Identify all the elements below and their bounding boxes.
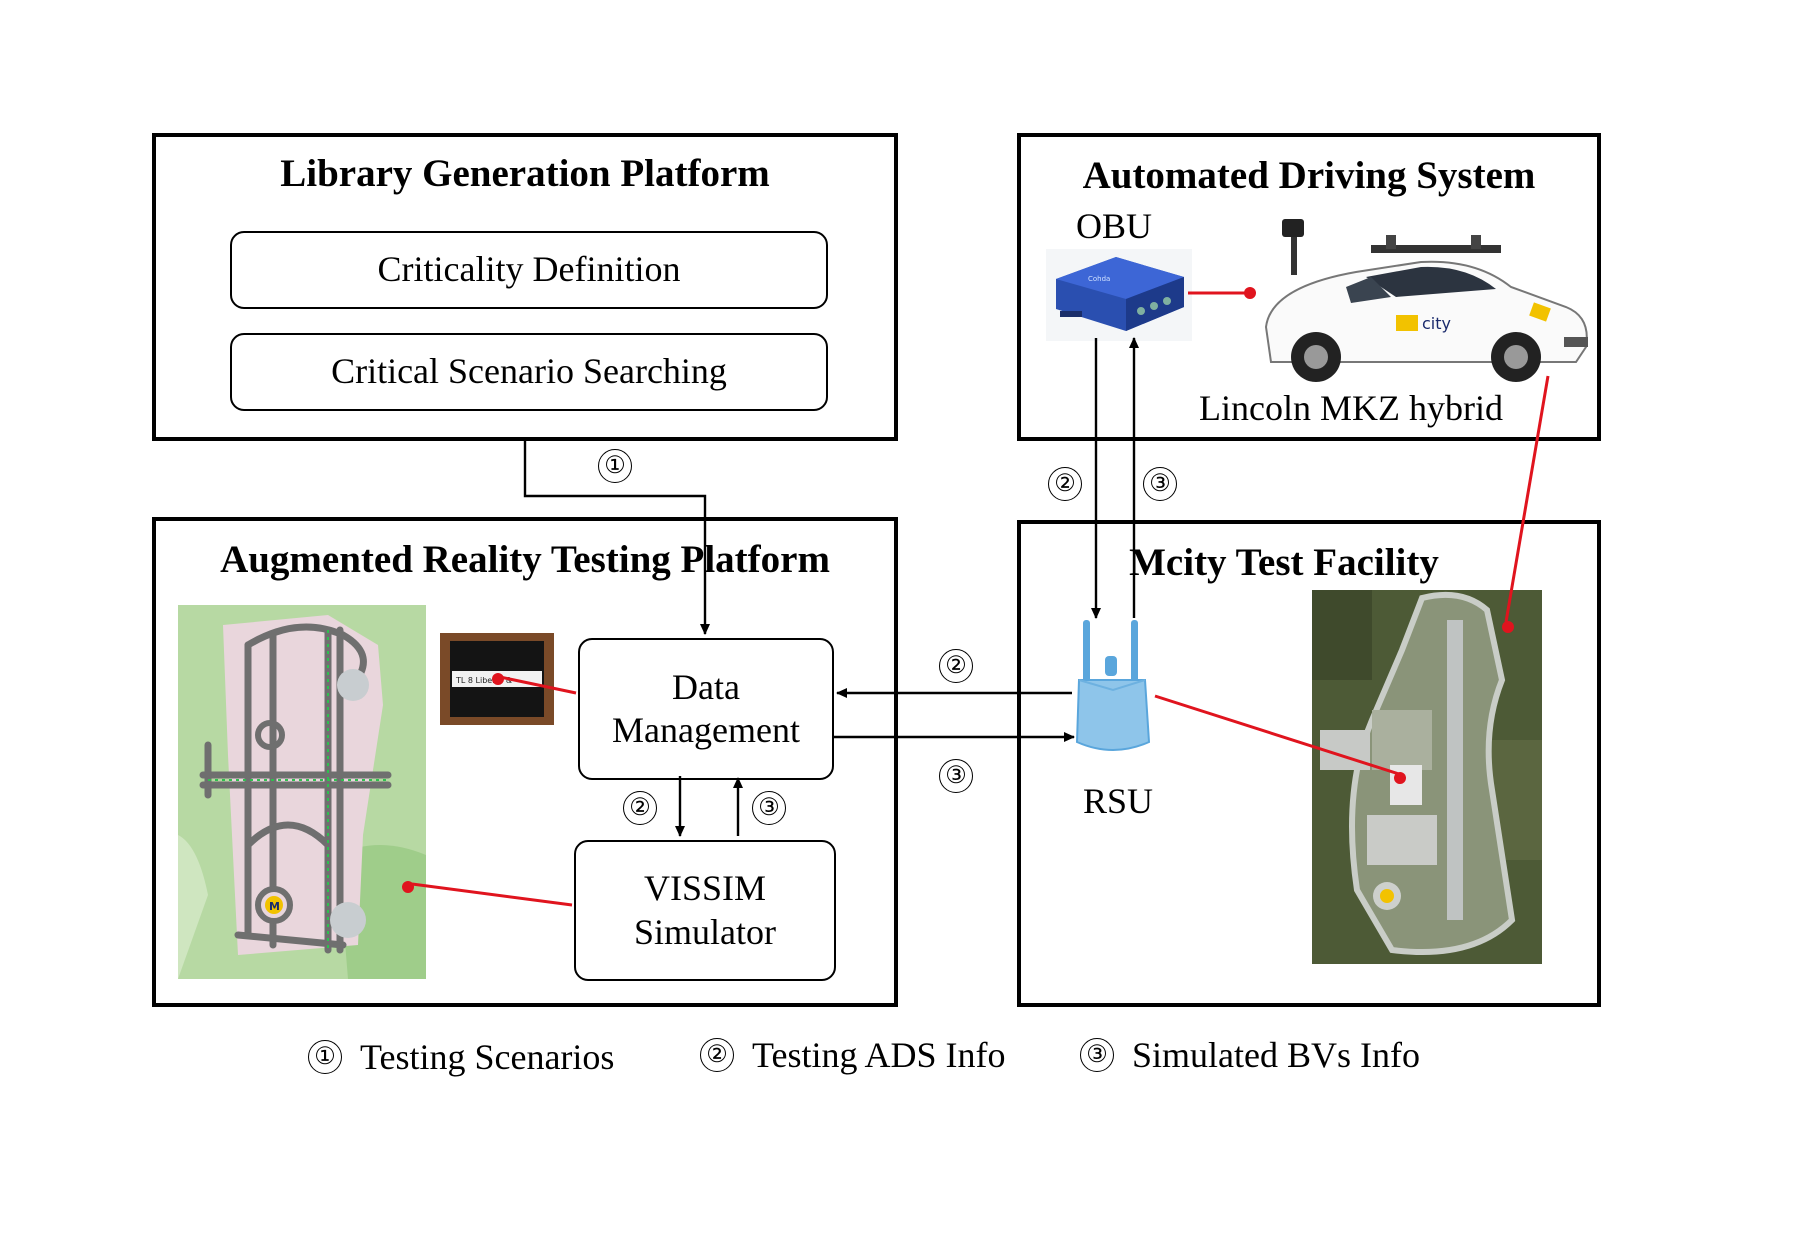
legend-text-two: Testing ADS Info (752, 1035, 1006, 1075)
traffic-controller-image: TL 8 Liberty & (440, 633, 554, 725)
mcity-test-facility-panel: Mcity Test Facility RSU (1017, 520, 1601, 1007)
legend-marker-two: ② (700, 1038, 734, 1072)
step-three-marker-vissim: ③ (752, 791, 786, 825)
svg-text:city: city (1422, 314, 1451, 333)
criticality-definition-box: Criticality Definition (230, 231, 828, 309)
library-generation-panel: Library Generation Platform Criticality … (152, 133, 898, 441)
step-two-marker-obu: ② (1048, 467, 1082, 501)
svg-text:M: M (269, 900, 280, 913)
legend-marker-one: ① (308, 1040, 342, 1074)
legend-marker-three: ③ (1080, 1038, 1114, 1072)
step-three-marker-obu: ③ (1143, 467, 1177, 501)
rsu-label: RSU (1083, 781, 1154, 821)
svg-text:TL 8 Liberty &: TL 8 Liberty & (455, 676, 512, 685)
library-generation-title: Library Generation Platform (280, 152, 770, 195)
data-management-box: Data Management (578, 638, 834, 780)
critical-scenario-searching-box: Critical Scenario Searching (230, 333, 828, 411)
legend-text-one: Testing Scenarios (360, 1037, 615, 1077)
step-two-marker-rsu: ② (939, 649, 973, 683)
lincoln-mkz-vehicle-image: city (1264, 219, 1588, 382)
mcity-test-facility-title: Mcity Test Facility (1129, 541, 1439, 584)
legend-simulated-bvs-info: ③ Simulated BVs Info (1080, 1034, 1420, 1076)
controller-dm-connector (499, 675, 577, 695)
step-one-marker: ① (598, 449, 632, 483)
rsu-device-image (1075, 620, 1151, 751)
legend-text-three: Simulated BVs Info (1132, 1035, 1420, 1075)
vissim-simulator-box: VISSIM Simulator (574, 840, 836, 981)
ar-testing-platform-panel: Augmented Reality Testing Platform (152, 517, 898, 1007)
svg-text:Cohda: Cohda (1088, 275, 1110, 283)
automated-driving-system-title: Automated Driving System (1082, 154, 1536, 197)
obu-device-image: Cohda (1046, 249, 1192, 341)
ar-testing-platform-title: Augmented Reality Testing Platform (220, 538, 830, 581)
legend-testing-ads-info: ② Testing ADS Info (700, 1034, 1005, 1076)
automated-driving-system-panel: Automated Driving System OBU Cohda (1017, 133, 1601, 441)
rsu-aerial-connector (1154, 694, 1403, 777)
obu-label: OBU (1076, 206, 1153, 246)
step-two-marker-vissim: ② (623, 791, 657, 825)
mcity-aerial-image (1312, 590, 1542, 964)
scenario-flow-arrow (523, 441, 710, 635)
map-vissim-connector (411, 882, 573, 907)
step-three-marker-rsu: ③ (939, 759, 973, 793)
simulation-map-image: M (178, 605, 426, 979)
legend-testing-scenarios: ① Testing Scenarios (308, 1036, 614, 1078)
vehicle-label: Lincoln MKZ hybrid (1199, 388, 1503, 428)
car-aerial-connector (1504, 375, 1550, 623)
